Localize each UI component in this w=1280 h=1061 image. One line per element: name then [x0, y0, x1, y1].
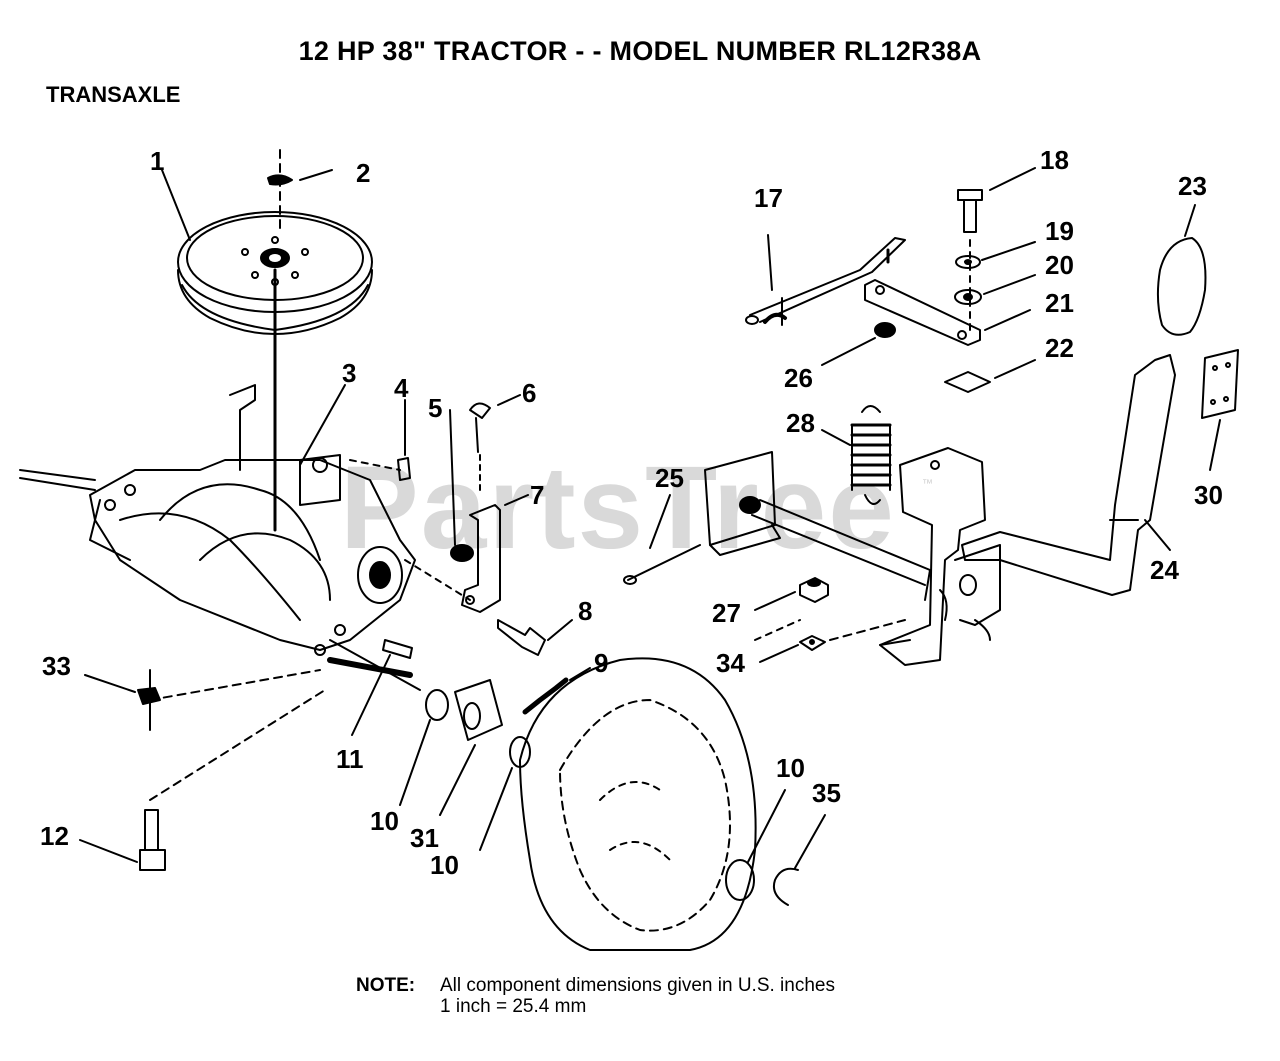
callout-7: 7: [530, 480, 545, 510]
transaxle: [19, 268, 421, 801]
label-plate: [1201, 349, 1239, 471]
callout-6: 6: [522, 378, 537, 408]
callout-10-a: 10: [370, 806, 399, 836]
pin-25: [623, 494, 701, 585]
washer-10-and-clip-35: [725, 789, 826, 906]
watermark: PartsTree: [340, 442, 896, 574]
callout-35: 35: [812, 778, 841, 808]
callout-30: 30: [1194, 480, 1223, 510]
dimension-note: NOTE: All component dimensions given in U…: [356, 975, 835, 1018]
note-line-1: All component dimensions given in U.S. i…: [440, 975, 835, 996]
key-4: [397, 399, 411, 481]
spring-28: [821, 405, 892, 505]
callout-9: 9: [594, 648, 609, 678]
callout-10-b: 10: [430, 850, 459, 880]
nut-34: [759, 619, 906, 663]
carriage-bolt-6: [469, 394, 521, 496]
shift-bracket: [704, 447, 1001, 666]
callout-31: 31: [410, 823, 439, 853]
callout-22: 22: [1045, 333, 1074, 363]
nut-33: [84, 674, 161, 705]
callout-8: 8: [578, 596, 593, 626]
callout-28: 28: [786, 408, 815, 438]
shift-rod: [745, 234, 906, 326]
nut-26: [821, 322, 896, 366]
callout-24: 24: [1150, 555, 1179, 585]
section-label: TRANSAXLE: [46, 82, 181, 107]
callout-12: 12: [40, 821, 69, 851]
nut-27: [754, 577, 829, 611]
callout-23: 23: [1178, 171, 1207, 201]
callout-21: 21: [1045, 288, 1074, 318]
spring-9: [522, 667, 591, 715]
callout-1: 1: [150, 146, 165, 176]
nut-5: [449, 409, 474, 562]
callout-19: 19: [1045, 216, 1074, 246]
note-label: NOTE:: [356, 975, 416, 996]
callout-4: 4: [394, 373, 409, 403]
callout-25: 25: [655, 463, 684, 493]
washers-10-and-spacer-31: [399, 679, 531, 851]
callout-11: 11: [336, 744, 364, 774]
callout-18: 18: [1040, 145, 1069, 175]
bolt-8: [497, 619, 573, 656]
callout-17: 17: [754, 183, 783, 213]
note-line-2: 1 inch = 25.4 mm: [440, 996, 587, 1018]
key-11: [351, 639, 413, 736]
callout-5: 5: [428, 393, 443, 423]
shift-lever: [961, 354, 1176, 596]
bolt-12: [79, 809, 166, 871]
callout-3: 3: [342, 358, 357, 388]
callout-27: 27: [712, 598, 741, 628]
callout-2: 2: [356, 158, 371, 188]
callout-10-c: 10: [776, 753, 805, 783]
callout-34: 34: [716, 648, 745, 678]
bracket-7: [461, 494, 529, 613]
shift-link: [864, 279, 1031, 346]
callout-26: 26: [784, 363, 813, 393]
washer-22: [944, 359, 1036, 393]
watermark-tm: ™: [922, 478, 933, 490]
rear-wheel: [519, 657, 757, 951]
shift-knob: [1156, 204, 1207, 336]
diagram-title: 12 HP 38" TRACTOR - - MODEL NUMBER RL12R…: [298, 36, 982, 66]
callout-20: 20: [1045, 250, 1074, 280]
callout-33: 33: [42, 651, 71, 681]
washers-19-20: [954, 241, 1036, 305]
bolt-18: [957, 167, 1036, 331]
key: [267, 169, 333, 186]
